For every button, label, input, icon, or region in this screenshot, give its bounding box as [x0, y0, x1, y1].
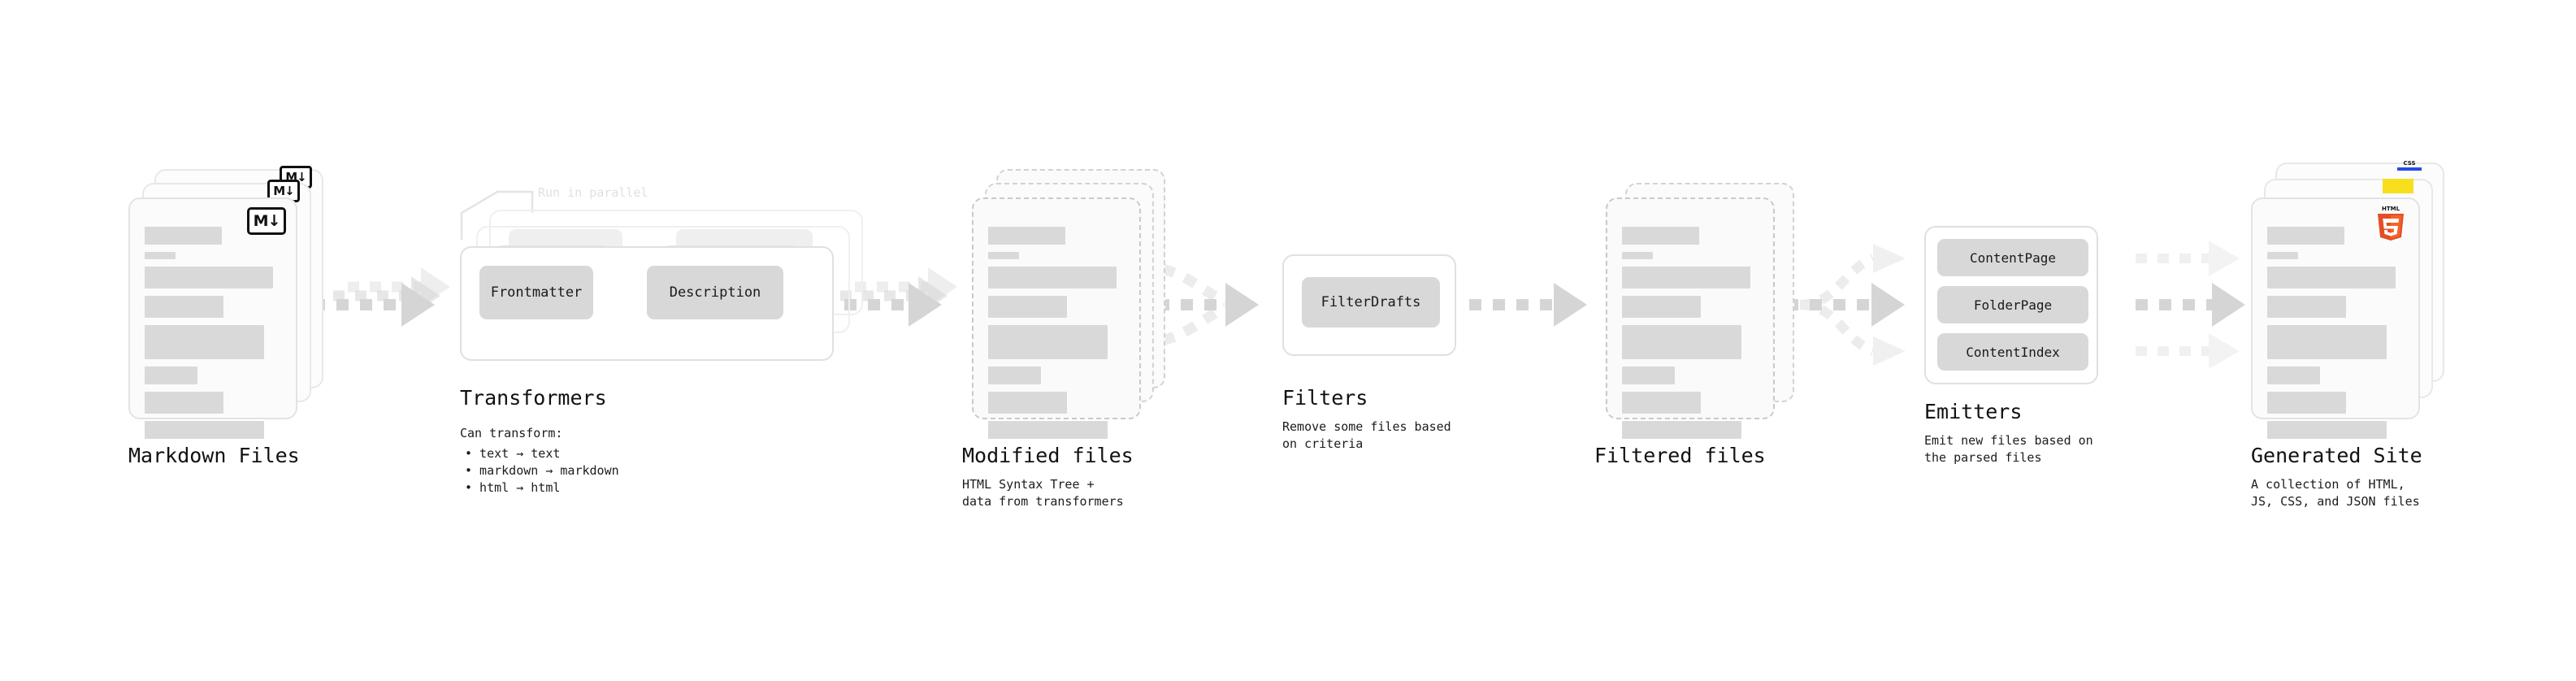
- document-placeholder-lines: [2267, 227, 2405, 439]
- fanout-arrow-icon: [1786, 244, 1906, 366]
- filtered-file-card[interactable]: [1606, 197, 1775, 439]
- svg-text:HTML: HTML: [2382, 206, 2400, 212]
- run-in-parallel-label: Run in parallel: [538, 185, 648, 200]
- markdown-badge-icon: M↓: [247, 207, 286, 235]
- transformer-pill-frontmatter[interactable]: Frontmatter: [479, 266, 593, 319]
- markdown-file-card[interactable]: M↓: [128, 197, 297, 439]
- arrow-emitters-to-site: [2136, 241, 2245, 369]
- modified-files-subtitle: HTML Syntax Tree + data from transformer…: [962, 477, 1124, 509]
- transformers-subtitle: Can transform:: [460, 426, 563, 440]
- document-placeholder-lines: [1622, 227, 1760, 439]
- html5-badge-icon: HTML: [2378, 206, 2404, 241]
- stage-title-filters: Filters: [1282, 386, 1368, 410]
- transformer-pill-description[interactable]: Description: [647, 266, 783, 319]
- generated-site-card[interactable]: HTML: [2251, 197, 2420, 439]
- stage-title-modified-files: Modified files: [962, 444, 1134, 467]
- css-badge-icon: CSS: [2397, 161, 2422, 172]
- stage-title-generated-site: Generated Site: [2251, 444, 2422, 467]
- generated-site-subtitle: A collection of HTML, JS, CSS, and JSON …: [2251, 477, 2420, 509]
- emitters-subtitle: Emit new files based on the parsed files: [1924, 433, 2093, 465]
- modified-file-card[interactable]: [972, 197, 1141, 439]
- document-placeholder-lines: [145, 227, 283, 439]
- arrow-markdown-to-transformers: [313, 267, 450, 327]
- stage-title-emitters: Emitters: [1924, 400, 2023, 423]
- emitter-pill-contentindex[interactable]: ContentIndex: [1937, 333, 2088, 371]
- stage-title-filtered-files: Filtered files: [1594, 444, 1766, 467]
- transformers-panel[interactable]: Frontmatter Description: [460, 246, 834, 361]
- emitters-panel[interactable]: ContentPage FolderPage ContentIndex: [1924, 226, 2098, 384]
- stage-title-transformers: Transformers: [460, 386, 607, 410]
- stage-title-markdown-files: Markdown Files: [128, 444, 300, 467]
- emitter-pill-folderpage[interactable]: FolderPage: [1937, 286, 2088, 323]
- filters-subtitle: Remove some files based on criteria: [1282, 419, 1451, 451]
- transformers-bullet-text: • text → text • markdown → markdown • ht…: [465, 446, 619, 495]
- document-placeholder-lines: [988, 227, 1126, 439]
- emitter-pill-contentpage[interactable]: ContentPage: [1937, 239, 2088, 276]
- js-badge-icon: [2383, 179, 2413, 193]
- arrow-filters-to-filtered: [1469, 283, 1587, 327]
- filters-panel[interactable]: FilterDrafts: [1282, 254, 1456, 356]
- filter-pill-filterdrafts[interactable]: FilterDrafts: [1302, 277, 1440, 327]
